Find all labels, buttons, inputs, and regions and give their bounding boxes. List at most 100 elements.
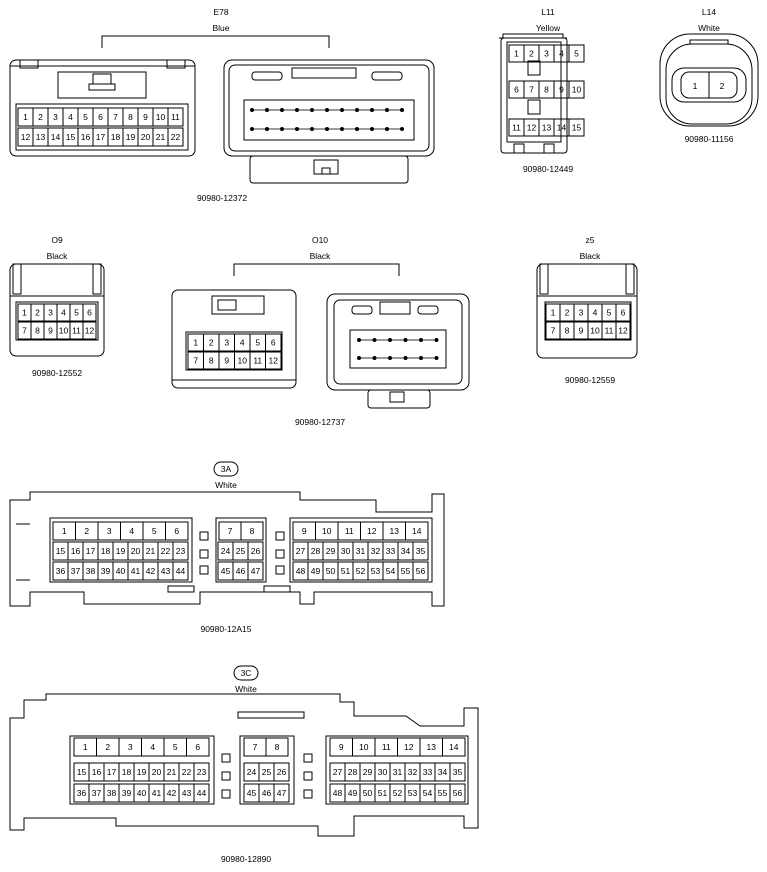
c3a-pin-8: 8 <box>240 521 264 541</box>
c3c-pin-12: 12 <box>397 737 421 757</box>
svg-text:6: 6 <box>514 85 519 95</box>
c3c-pin-43: 43 <box>178 783 195 803</box>
svg-text:5: 5 <box>173 742 178 752</box>
c3c-pin-2: 2 <box>96 737 120 757</box>
c3a-pin-32: 32 <box>367 541 384 561</box>
o9-pin-12: 12 <box>82 321 97 340</box>
c3a-pin-56: 56 <box>412 561 429 581</box>
svg-text:1: 1 <box>514 49 519 59</box>
o10-color-label: Black <box>310 251 332 261</box>
svg-text:13: 13 <box>36 132 46 142</box>
svg-text:18: 18 <box>101 546 111 556</box>
o10-female-terminal-dot <box>434 338 439 342</box>
o9-pin-2: 2 <box>30 303 45 322</box>
o10-pin-7: 7 <box>187 351 204 370</box>
svg-text:46: 46 <box>236 566 246 576</box>
c3a-pin-20: 20 <box>127 541 144 561</box>
c3a-pin-2: 2 <box>75 521 99 541</box>
c3a-pin-27: 27 <box>292 541 309 561</box>
svg-text:2: 2 <box>529 49 534 59</box>
c3a-pin-17: 17 <box>82 541 99 561</box>
c3c-pin-44: 44 <box>193 783 210 803</box>
svg-text:30: 30 <box>341 546 351 556</box>
svg-text:33: 33 <box>423 767 433 777</box>
connector-o9 <box>9 263 105 357</box>
svg-text:1: 1 <box>62 526 67 536</box>
svg-text:9: 9 <box>224 356 229 366</box>
svg-text:38: 38 <box>86 566 96 576</box>
c3c-pin-49: 49 <box>344 783 361 803</box>
c3c-pin-25: 25 <box>258 762 275 782</box>
svg-text:4: 4 <box>559 49 564 59</box>
e78-pin-1: 1 <box>17 107 34 127</box>
svg-text:2: 2 <box>209 338 214 348</box>
c3a-pin-24: 24 <box>217 541 234 561</box>
svg-text:3: 3 <box>544 49 549 59</box>
svg-text:6: 6 <box>271 338 276 348</box>
e78-male-housing <box>9 59 196 157</box>
e78-pin-8: 8 <box>122 107 139 127</box>
svg-text:10: 10 <box>359 742 369 752</box>
c3c-pin-54: 54 <box>419 783 436 803</box>
c3c-pin-13: 13 <box>419 737 443 757</box>
e78-pin-12: 12 <box>17 127 34 147</box>
svg-text:9: 9 <box>143 112 148 122</box>
c3a-pin-49: 49 <box>307 561 324 581</box>
svg-text:1: 1 <box>23 112 28 122</box>
c3c-pin-26: 26 <box>273 762 290 782</box>
svg-text:49: 49 <box>311 566 321 576</box>
svg-text:54: 54 <box>386 566 396 576</box>
c3a-pin-42: 42 <box>142 561 159 581</box>
e78-pin-15: 15 <box>62 127 79 147</box>
svg-text:10: 10 <box>59 326 69 336</box>
c3a-color-label: White <box>215 480 237 490</box>
svg-text:20: 20 <box>152 767 162 777</box>
l11-pin-13: 13 <box>538 118 555 137</box>
svg-text:5: 5 <box>607 308 612 318</box>
e78-pin-3: 3 <box>47 107 64 127</box>
svg-text:43: 43 <box>182 788 192 798</box>
connector-3a <box>9 461 445 607</box>
svg-text:42: 42 <box>167 788 177 798</box>
svg-text:4: 4 <box>61 308 66 318</box>
c3c-pin-56: 56 <box>449 783 466 803</box>
o10-female-terminal-dot <box>434 356 439 360</box>
svg-text:10: 10 <box>322 526 332 536</box>
c3a-pin-28: 28 <box>307 541 324 561</box>
c3a-pin-34: 34 <box>397 541 414 561</box>
svg-text:31: 31 <box>356 546 366 556</box>
svg-text:10: 10 <box>590 326 600 336</box>
c3c-pin-6: 6 <box>186 737 210 757</box>
svg-text:31: 31 <box>393 767 403 777</box>
svg-text:51: 51 <box>378 788 388 798</box>
z5-pin-9: 9 <box>573 321 589 340</box>
connector-o10 <box>171 263 470 409</box>
l14-color-label: White <box>698 23 720 33</box>
svg-text:8: 8 <box>209 356 214 366</box>
svg-text:1: 1 <box>83 742 88 752</box>
z5-id-label: z5 <box>586 235 595 245</box>
c3a-pin-30: 30 <box>337 541 354 561</box>
o10-pin-6: 6 <box>265 333 282 352</box>
svg-text:10: 10 <box>238 356 248 366</box>
svg-text:35: 35 <box>416 546 426 556</box>
svg-text:54: 54 <box>423 788 433 798</box>
svg-text:40: 40 <box>116 566 126 576</box>
e78-female-housing <box>223 59 435 184</box>
e78-color-label: Blue <box>212 23 229 33</box>
l11-pin-12: 12 <box>523 118 540 137</box>
connector-e78 <box>9 35 435 184</box>
c3c-pin-24: 24 <box>243 762 260 782</box>
svg-text:5: 5 <box>83 112 88 122</box>
svg-text:49: 49 <box>348 788 358 798</box>
c3a-pin-40: 40 <box>112 561 129 581</box>
svg-text:4: 4 <box>593 308 598 318</box>
z5-pin-11: 11 <box>601 321 617 340</box>
svg-text:28: 28 <box>311 546 321 556</box>
c3a-pin-23: 23 <box>172 541 189 561</box>
e78-pin-16: 16 <box>77 127 94 147</box>
svg-text:29: 29 <box>326 546 336 556</box>
c3a-pin-10: 10 <box>315 521 339 541</box>
svg-text:8: 8 <box>128 112 133 122</box>
svg-text:7: 7 <box>113 112 118 122</box>
